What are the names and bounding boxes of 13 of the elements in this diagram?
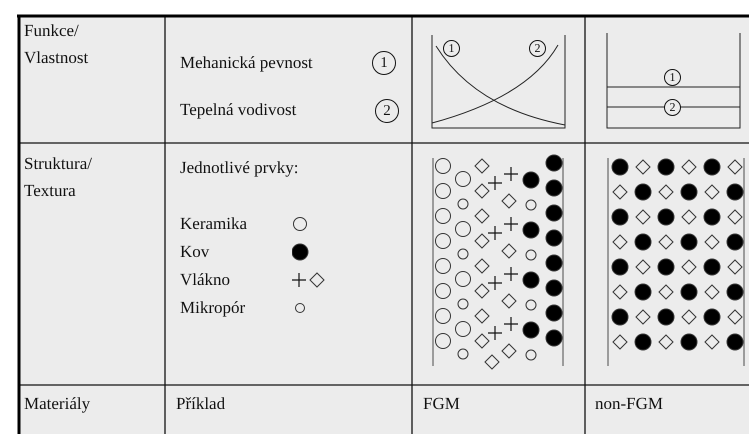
- cell-text: Jednotlivé prvky:: [180, 157, 299, 179]
- cell-text: Tepelná vodivost: [180, 99, 296, 121]
- legend-text: Kov: [180, 241, 210, 263]
- column-footer: Příklad: [176, 393, 226, 415]
- row-header: Materiály: [24, 393, 90, 415]
- row-header: Struktura/ Textura: [24, 153, 93, 202]
- legend-text: Keramika: [180, 213, 248, 235]
- legend-text: Mikropór: [180, 297, 246, 319]
- cell-text: Mehanická pevnost: [180, 52, 313, 74]
- column-footer: FGM: [423, 393, 460, 415]
- row-header: Funkce/ Vlastnost: [24, 20, 90, 69]
- legend-text: Vlákno: [180, 269, 230, 291]
- column-footer: non-FGM: [595, 393, 664, 415]
